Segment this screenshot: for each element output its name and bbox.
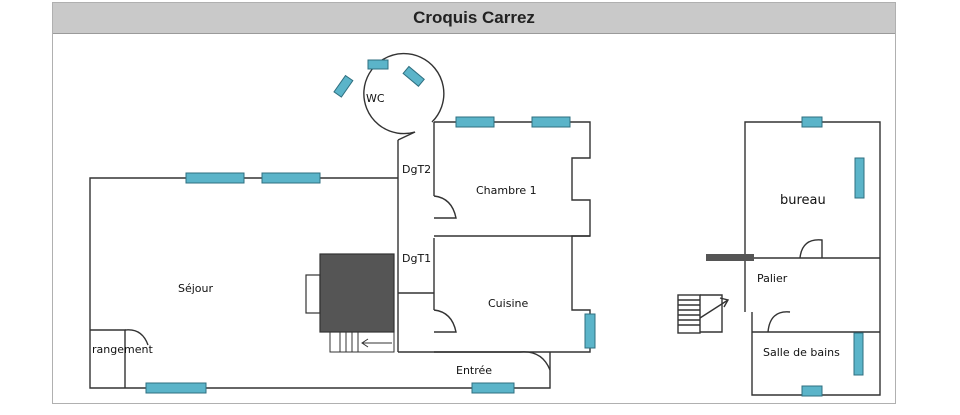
label-palier: Palier <box>757 272 788 285</box>
window <box>854 157 865 199</box>
windows <box>145 59 865 397</box>
window <box>333 74 354 98</box>
wall-cuisine <box>434 235 591 353</box>
title-bar: Croquis Carrez <box>53 3 895 34</box>
window <box>185 172 245 184</box>
door-rangement <box>124 329 149 346</box>
stairs-right-outline <box>700 294 723 333</box>
wall-rangement <box>90 329 126 388</box>
stairs-right <box>677 294 701 334</box>
page-title: Croquis Carrez <box>413 8 535 27</box>
label-dgt2: DgT2 <box>402 163 431 176</box>
window <box>853 332 864 376</box>
label-cuisine: Cuisine <box>488 297 528 310</box>
window <box>471 382 515 394</box>
window <box>584 313 596 349</box>
window <box>402 65 425 87</box>
stair-block-ledge <box>305 274 321 314</box>
label-wc: WC <box>366 92 385 105</box>
window <box>801 385 823 397</box>
window <box>145 382 207 394</box>
label-chambre1: Chambre 1 <box>476 184 537 197</box>
plan-frame: Croquis Carrez <box>52 2 896 404</box>
landing-mark <box>706 254 754 261</box>
label-rangement: rangement <box>92 343 153 356</box>
stair-block-left <box>319 253 395 333</box>
stair-arrow <box>699 299 729 319</box>
door-chambre <box>433 195 457 219</box>
window <box>801 116 823 128</box>
wall-wc <box>363 52 445 135</box>
stairs-left-box <box>329 331 395 353</box>
label-bureau: bureau <box>780 193 826 208</box>
window <box>367 59 389 70</box>
wall-wc-link <box>397 131 416 141</box>
window <box>455 116 495 128</box>
window <box>531 116 571 128</box>
stairs-left <box>329 331 395 353</box>
door-bureau <box>799 239 823 259</box>
window <box>261 172 321 184</box>
stair-arrow-head <box>361 338 369 348</box>
label-entree: Entrée <box>456 364 492 377</box>
walls <box>89 52 881 396</box>
stair-arrow-head <box>719 297 730 308</box>
label-salle-de-bains: Salle de bains <box>763 346 840 359</box>
door-bains <box>767 311 791 333</box>
door-entree <box>519 351 551 371</box>
label-dgt1: DgT1 <box>402 252 431 265</box>
wall-chambre <box>434 121 591 237</box>
label-sejour: Séjour <box>178 282 214 295</box>
door-cuisine <box>433 309 457 333</box>
